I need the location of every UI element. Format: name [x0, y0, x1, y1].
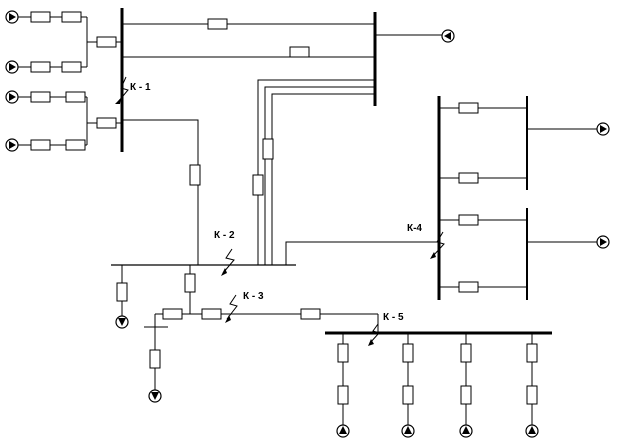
fault-marker-k3: К - 3 — [225, 291, 264, 323]
impedance — [300, 308, 321, 320]
source-icon — [5, 90, 19, 104]
fault-marker-k1: К - 1 — [115, 76, 151, 104]
source-icon — [336, 424, 350, 438]
impedance — [149, 349, 161, 369]
source-icon — [596, 235, 610, 249]
impedance — [96, 36, 117, 48]
fault-label-k2: К - 2 — [214, 230, 235, 241]
source-icon — [148, 389, 162, 403]
impedance — [30, 11, 51, 23]
fault-label-k3: К - 3 — [243, 291, 264, 302]
source-group-2 — [5, 90, 122, 152]
fault-label-k4: К-4 — [407, 223, 422, 234]
impedance — [402, 385, 414, 405]
impedance — [458, 281, 479, 293]
impedance — [458, 172, 479, 184]
impedance — [337, 385, 349, 405]
impedance — [526, 385, 538, 405]
source-icon — [459, 424, 473, 438]
source-group-1 — [5, 10, 122, 74]
impedance — [201, 308, 222, 320]
source-icon — [5, 10, 19, 24]
fault-marker-k4: К-4 — [407, 223, 445, 259]
source-icon — [5, 60, 19, 74]
impedance — [252, 174, 264, 196]
impedance — [189, 164, 201, 186]
impedance — [458, 102, 479, 114]
source-icon — [115, 315, 129, 329]
impedance — [337, 343, 349, 363]
impedance — [96, 117, 117, 129]
impedance — [61, 11, 82, 23]
impedance — [207, 18, 228, 30]
impedance — [162, 308, 183, 320]
feeder-3 — [459, 333, 473, 438]
impedance — [402, 343, 414, 363]
feeder-2 — [401, 333, 415, 438]
impedance — [460, 343, 472, 363]
impedance — [65, 91, 86, 103]
impedance — [526, 343, 538, 363]
impedance — [289, 46, 310, 58]
source-icon — [596, 122, 610, 136]
impedance — [65, 139, 86, 151]
impedance — [30, 139, 51, 151]
fault-marker-k5: К - 5 — [368, 312, 404, 346]
fault-label-k1: К - 1 — [130, 82, 151, 93]
source-icon — [441, 29, 455, 43]
source-icon — [5, 138, 19, 152]
source-icon — [525, 424, 539, 438]
feeder-4 — [525, 333, 539, 438]
feeder-1 — [336, 333, 350, 438]
fault-marker-k2: К - 2 — [214, 230, 235, 276]
impedance — [30, 91, 51, 103]
impedance — [61, 61, 82, 73]
impedance — [30, 61, 51, 73]
impedance — [460, 385, 472, 405]
impedance — [184, 273, 196, 293]
fault-label-k5: К - 5 — [383, 312, 404, 323]
impedance — [116, 282, 128, 302]
impedance — [458, 214, 479, 226]
source-icon — [401, 424, 415, 438]
impedance — [262, 138, 274, 160]
